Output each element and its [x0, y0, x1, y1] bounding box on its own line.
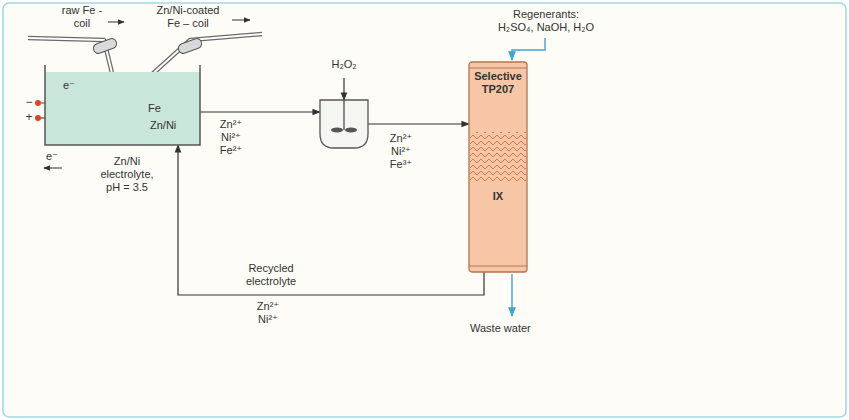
electrolyte-fill [45, 72, 200, 145]
species-label: Fe [148, 102, 168, 115]
tank-caption: Zn/Ni electrolyte, pH = 3.5 [95, 155, 159, 195]
coil-roll [92, 37, 118, 55]
tank-outline [45, 65, 200, 145]
stirrer-blade [345, 128, 357, 133]
plating-tank: Zn/Ni electrolyte, pH = 3.5 [45, 65, 200, 145]
electron-arrow [44, 168, 62, 169]
regenerant-arrow [512, 38, 545, 60]
column-cap [469, 68, 527, 69]
coil-label: raw Fe - coil [58, 4, 106, 30]
direction-arrow [232, 20, 250, 21]
species-label: Zn/Ni [150, 119, 184, 132]
column-label: IX [469, 190, 527, 203]
coil-roll [177, 37, 203, 55]
stirred-reactor-shape [320, 100, 368, 148]
flow-connector [200, 111, 320, 112]
stirred-reactor: H₂O₂ [320, 100, 368, 148]
terminal-sign: + [23, 110, 35, 124]
plating-tank-shape [45, 65, 200, 145]
column-body [469, 62, 527, 272]
terminal-dot [35, 100, 41, 106]
ion-exchange-column: Selective TP207IX [469, 62, 527, 272]
flow-connector [178, 145, 484, 295]
dosing-arrow [343, 78, 344, 100]
direction-arrow [108, 22, 124, 23]
waste-arrow [511, 274, 512, 316]
coil-roll [92, 37, 203, 55]
stream-label: Recycled electrolyte [236, 262, 306, 288]
column-cap [469, 266, 527, 267]
resin-bed [470, 132, 526, 182]
flow-connector [368, 123, 469, 124]
figure-frame [3, 3, 846, 417]
ion-label: Zn²⁺ Ni²⁺ [252, 300, 284, 326]
regenerant-label: Regenerants: H₂SO₄, NaOH, H₂O [497, 8, 595, 34]
electron-label: e⁻ [63, 79, 85, 92]
stream-label: Zn²⁺ Ni²⁺ Fe³⁺ [384, 132, 418, 172]
reactor-outline [320, 100, 368, 148]
stirrer-shaft [343, 100, 344, 130]
terminal-dot [35, 115, 41, 121]
terminal-sign: − [23, 95, 35, 109]
electron-label: e⁻ [46, 150, 68, 163]
stream-label: Zn²⁺ Ni²⁺ Fe²⁺ [214, 118, 248, 158]
stirrer-blade [331, 128, 343, 133]
outlet-label: Waste water [470, 322, 550, 335]
column-label: Selective TP207 [469, 70, 527, 96]
coil-label: Zn/Ni-coated Fe – coil [150, 4, 226, 30]
reagent-label: H₂O₂ [314, 58, 374, 71]
